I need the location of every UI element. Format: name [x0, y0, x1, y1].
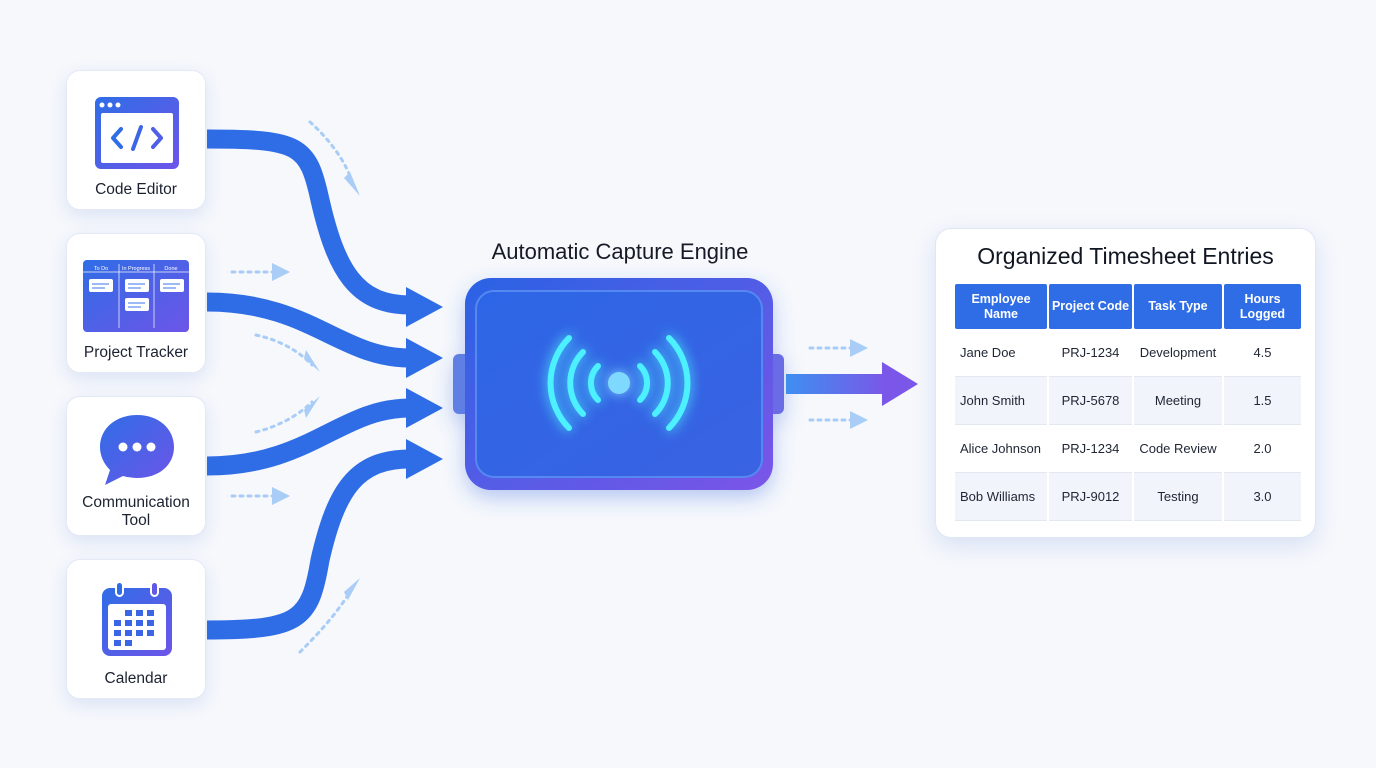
cell-employee-name: John Smith — [955, 377, 1047, 425]
table-row: Bob Williams PRJ-9012 Testing 3.0 — [955, 473, 1301, 521]
cell-task-type: Code Review — [1134, 425, 1222, 473]
column-header-task-type: Task Type — [1134, 284, 1222, 329]
cell-hours-logged: 2.0 — [1224, 425, 1301, 473]
chat-bubble-icon — [100, 415, 174, 485]
cell-employee-name: Jane Doe — [955, 329, 1047, 377]
arrowhead-calendar — [406, 439, 443, 479]
column-header-hours-logged: Hours Logged — [1224, 284, 1301, 329]
flow-code-editor — [206, 129, 411, 315]
arrowhead-communication-tool — [406, 388, 443, 428]
board-column-in-progress: In Progress — [122, 266, 150, 272]
column-header-employee-name: Employee Name — [955, 284, 1047, 329]
cell-project-code: PRJ-5678 — [1049, 377, 1132, 425]
timesheet-table: Employee Name Project Code Task Type Hou… — [953, 284, 1303, 521]
cell-task-type: Testing — [1134, 473, 1222, 521]
source-card-communication-tool[interactable]: Communication Tool — [66, 396, 206, 536]
flow-project-tracker — [206, 292, 411, 368]
source-card-calendar[interactable]: Calendar — [66, 559, 206, 699]
column-header-project-code: Project Code — [1049, 284, 1132, 329]
cell-employee-name: Alice Johnson — [955, 425, 1047, 473]
cell-hours-logged: 1.5 — [1224, 377, 1301, 425]
source-label-project-tracker: Project Tracker — [83, 344, 189, 361]
cell-project-code: PRJ-9012 — [1049, 473, 1132, 521]
signal-waves-icon — [547, 335, 691, 431]
output-arrow — [786, 362, 918, 406]
cell-project-code: PRJ-1234 — [1049, 425, 1132, 473]
flow-calendar — [206, 449, 411, 640]
arrowhead-code-editor — [406, 287, 443, 327]
table-row: Alice Johnson PRJ-1234 Code Review 2.0 — [955, 425, 1301, 473]
flow-communication-tool — [206, 398, 411, 476]
arrowhead-project-tracker — [406, 338, 443, 378]
calendar-icon — [102, 581, 172, 656]
source-label-calendar: Calendar — [104, 670, 168, 687]
timesheet-card: Organized Timesheet Entries Employee Nam… — [935, 228, 1316, 538]
board-column-todo: To Do — [94, 266, 108, 272]
cell-hours-logged: 4.5 — [1224, 329, 1301, 377]
code-editor-icon — [95, 97, 179, 169]
timesheet-title: Organized Timesheet Entries — [977, 243, 1274, 269]
source-card-code-editor[interactable]: Code Editor — [66, 70, 206, 210]
source-card-project-tracker[interactable]: To Do In Progress Done Project Tracker — [66, 233, 206, 373]
engine-title: Automatic Capture Engine — [491, 239, 749, 264]
cell-employee-name: Bob Williams — [955, 473, 1047, 521]
source-label-communication-tool: Communication Tool — [82, 494, 190, 529]
cell-project-code: PRJ-1234 — [1049, 329, 1132, 377]
cell-hours-logged: 3.0 — [1224, 473, 1301, 521]
board-column-done: Done — [164, 266, 177, 272]
cell-task-type: Development — [1134, 329, 1222, 377]
cell-task-type: Meeting — [1134, 377, 1222, 425]
table-row: John Smith PRJ-5678 Meeting 1.5 — [955, 377, 1301, 425]
table-row: Jane Doe PRJ-1234 Development 4.5 — [955, 329, 1301, 377]
kanban-board-icon: To Do In Progress Done — [83, 260, 189, 332]
source-label-code-editor: Code Editor — [95, 181, 177, 198]
